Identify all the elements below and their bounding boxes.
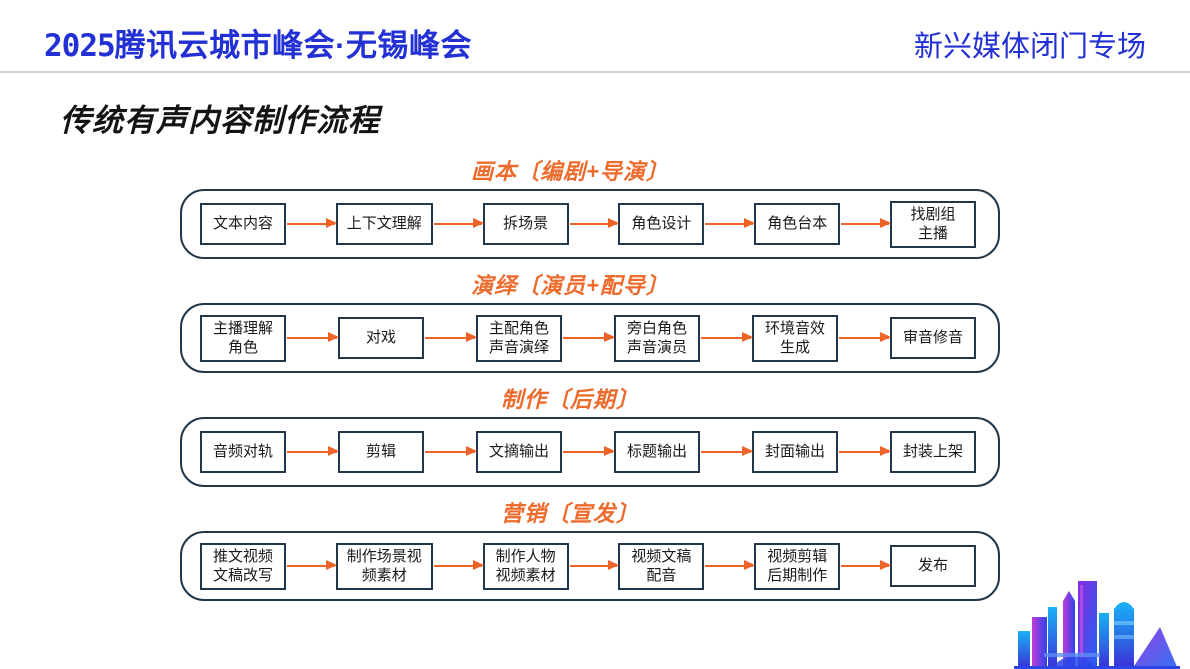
section-title: 制作〔后期〕 (500, 387, 639, 412)
arrow-right-icon (287, 560, 337, 570)
step-box: 主配角色 声音演绎 (476, 314, 562, 362)
section-yanyi: 演绎〔演员+配导〕 主播理解 角色 对戏 主配角色 声音演绎 旁白角色 声音演员… (180, 268, 1000, 373)
step-box: 视频文稿 配音 (618, 542, 705, 590)
flow-lane: 主播理解 角色 对戏 主配角色 声音演绎 旁白角色 声音演员 环境音效 生成 审… (180, 303, 1000, 373)
arrow-right-icon (841, 560, 891, 570)
step-box: 旁白角色 声音演员 (614, 314, 700, 362)
step-box: 主播理解 角色 (200, 314, 286, 362)
arrow-right-icon (569, 560, 620, 570)
step-box: 文本内容 (200, 203, 286, 245)
arrow-right-icon (287, 446, 339, 456)
arrow-right-icon (287, 218, 337, 228)
arrow-right-icon (433, 560, 484, 570)
arrow-right-icon (839, 332, 891, 342)
page-title: 传统有声内容制作流程 (60, 103, 380, 138)
step-box: 标题输出 (614, 431, 700, 473)
step-box: 角色设计 (618, 203, 705, 245)
arrow-right-icon (701, 332, 753, 342)
section-title: 演绎〔演员+配导〕 (471, 273, 669, 298)
session-title: 新兴媒体闭门专场 (913, 31, 1146, 63)
section-title: 画本〔编剧+导演〕 (471, 159, 669, 184)
slide-header: 2025腾讯云城市峰会·无锡峰会 新兴媒体闭门专场 (0, 0, 1190, 73)
step-box: 上下文理解 (335, 203, 433, 245)
arrow-right-icon (425, 446, 477, 456)
section-zhizuo: 制作〔后期〕 音频对轨 剪辑 文摘输出 标题输出 封面输出 封装上架 (180, 382, 1000, 487)
arrow-right-icon (839, 446, 891, 456)
arrow-right-icon (705, 560, 755, 570)
step-box: 审音修音 (890, 317, 976, 359)
event-year: 2025 (44, 28, 116, 64)
step-box: 剪辑 (338, 431, 424, 473)
flow-lane: 文本内容 上下文理解 拆场景 角色设计 角色台本 找剧组 主播 (180, 189, 1000, 259)
flow-lane: 推文视频 文稿改写 制作场景视 频素材 制作人物 视频素材 视频文稿 配音 视频… (180, 531, 1000, 601)
step-box: 拆场景 (482, 203, 569, 245)
city-skyline-logo (1014, 581, 1180, 669)
section-title: 营销〔宣发〕 (500, 501, 639, 526)
step-box: 找剧组 主播 (890, 200, 976, 248)
arrow-right-icon (287, 332, 339, 342)
section-huaben: 画本〔编剧+导演〕 文本内容 上下文理解 拆场景 角色设计 角色台本 找剧组 主… (180, 154, 1000, 259)
step-box: 环境音效 生成 (752, 314, 838, 362)
step-box: 对戏 (338, 317, 424, 359)
arrow-right-icon (705, 218, 755, 228)
arrow-right-icon (701, 446, 753, 456)
flow-diagram: 画本〔编剧+导演〕 文本内容 上下文理解 拆场景 角色设计 角色台本 找剧组 主… (180, 154, 1000, 601)
section-yingxiao: 营销〔宣发〕 推文视频 文稿改写 制作场景视 频素材 制作人物 视频素材 视频文… (180, 496, 1000, 601)
flow-lane: 音频对轨 剪辑 文摘输出 标题输出 封面输出 封装上架 (180, 417, 1000, 487)
arrow-right-icon (563, 332, 615, 342)
step-box: 制作人物 视频素材 (482, 542, 569, 590)
arrow-right-icon (425, 332, 477, 342)
arrow-right-icon (433, 218, 484, 228)
step-box: 文摘输出 (476, 431, 562, 473)
arrow-right-icon (563, 446, 615, 456)
step-box: 推文视频 文稿改写 (200, 542, 286, 590)
step-box: 封装上架 (890, 431, 976, 473)
step-box: 角色台本 (754, 203, 841, 245)
event-name: 腾讯云城市峰会·无锡峰会 (114, 28, 472, 63)
arrow-right-icon (569, 218, 620, 228)
event-title: 2025腾讯云城市峰会·无锡峰会 (44, 20, 472, 65)
arrow-right-icon (841, 218, 891, 228)
step-box: 封面输出 (752, 431, 838, 473)
step-box: 制作场景视 频素材 (335, 542, 433, 590)
step-box: 发布 (890, 545, 976, 587)
step-box: 音频对轨 (200, 431, 286, 473)
step-box: 视频剪辑 后期制作 (754, 542, 841, 590)
